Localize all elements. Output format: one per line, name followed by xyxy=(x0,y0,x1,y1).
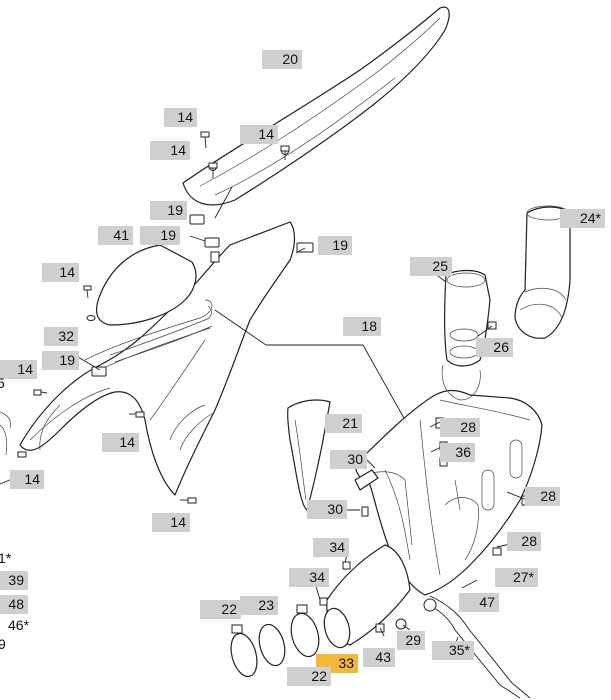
callout-22[interactable]: 22 xyxy=(287,667,331,686)
callout-34[interactable]: 34 xyxy=(313,538,349,557)
callout-28[interactable]: 28 xyxy=(525,487,560,506)
edge-label-46[interactable]: 46* xyxy=(8,617,30,633)
callout-28[interactable]: 28 xyxy=(440,418,480,437)
edge-label-39[interactable]: 39 xyxy=(0,571,28,590)
callout-41[interactable]: 41 xyxy=(98,226,133,245)
airbox-part xyxy=(354,389,543,596)
callout-30[interactable]: 30 xyxy=(330,450,367,469)
callout-19[interactable]: 19 xyxy=(150,201,187,220)
callout-47[interactable]: 47 xyxy=(459,593,499,612)
body-screws xyxy=(17,285,197,504)
callout-19[interactable]: 19 xyxy=(140,226,180,245)
callout-14[interactable]: 14 xyxy=(164,108,197,127)
edge-label-5[interactable]: 5 xyxy=(0,375,5,391)
callout-32[interactable]: 32 xyxy=(44,327,78,346)
edge-label-1[interactable]: 1* xyxy=(0,550,12,566)
leaders-18 xyxy=(214,309,406,421)
callout-14[interactable]: 14 xyxy=(102,433,139,452)
callout-14[interactable]: 14 xyxy=(240,125,278,144)
edge-label-9[interactable]: 9 xyxy=(0,636,6,652)
fender-bolts xyxy=(200,131,290,178)
callout-43[interactable]: 43 xyxy=(363,648,395,667)
callout-34[interactable]: 34 xyxy=(289,568,329,587)
callout-14[interactable]: 14 xyxy=(10,470,44,489)
callout-29[interactable]: 29 xyxy=(397,631,425,650)
callout-21[interactable]: 21 xyxy=(325,414,362,433)
callout-14[interactable]: 14 xyxy=(42,263,79,282)
callout-19[interactable]: 19 xyxy=(318,236,352,255)
callout-35[interactable]: 35* xyxy=(432,641,474,660)
callout-24[interactable]: 24* xyxy=(560,209,605,228)
intake-boot-part xyxy=(230,544,411,678)
air-duct-part xyxy=(441,269,491,401)
callout-19[interactable]: 19 xyxy=(42,351,79,370)
rear-fender-part xyxy=(182,6,450,206)
breather-pipe-part xyxy=(423,595,531,699)
seat-bracket-part xyxy=(109,305,213,363)
fin-panel-part xyxy=(287,399,331,511)
callout-26[interactable]: 26 xyxy=(476,338,513,357)
callout-23[interactable]: 23 xyxy=(240,596,278,615)
callout-14[interactable]: 14 xyxy=(150,141,190,160)
edge-label-48[interactable]: 48 xyxy=(0,595,28,614)
callout-30[interactable]: 30 xyxy=(307,500,347,519)
callout-36[interactable]: 36 xyxy=(440,443,475,462)
callout-20[interactable]: 20 xyxy=(262,50,302,69)
callout-25[interactable]: 25 xyxy=(410,257,452,276)
callout-18[interactable]: 18 xyxy=(343,317,381,336)
air-filter-part xyxy=(514,205,571,339)
callout-14[interactable]: 14 xyxy=(0,360,37,379)
seat-pad-part xyxy=(86,244,197,326)
callout-22[interactable]: 22 xyxy=(200,600,241,619)
callout-28[interactable]: 28 xyxy=(507,532,541,551)
callout-14[interactable]: 14 xyxy=(152,513,190,532)
callout-27[interactable]: 27* xyxy=(495,568,538,587)
